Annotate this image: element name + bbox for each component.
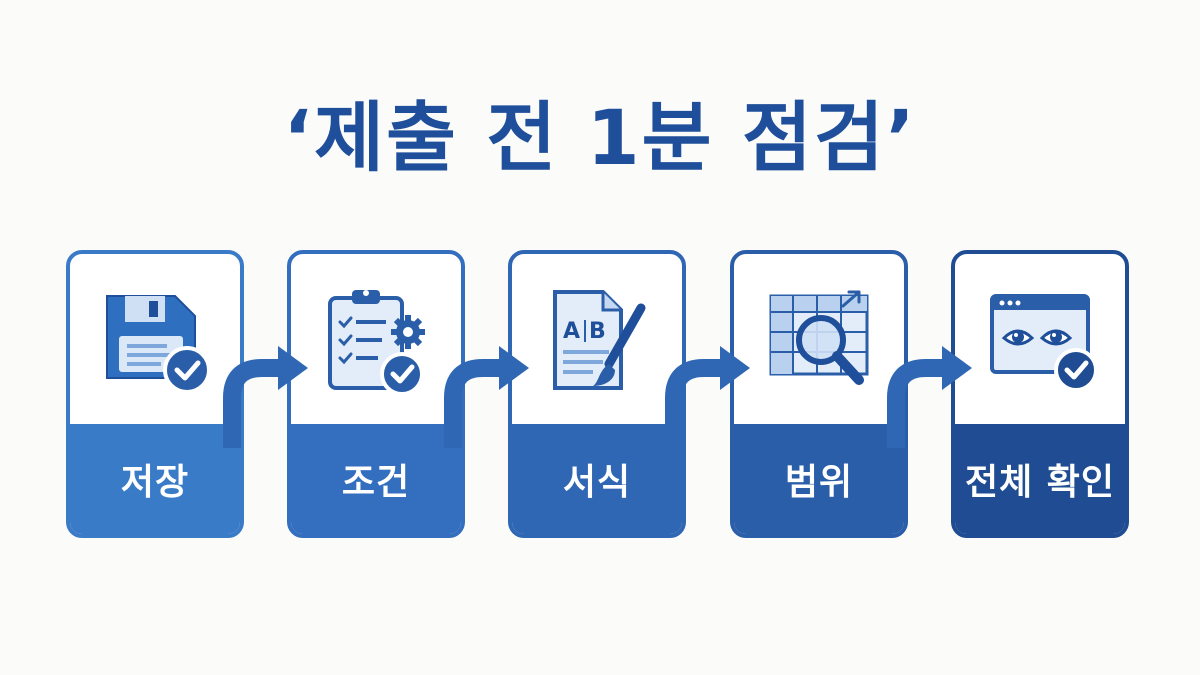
arrow-right-icon	[665, 346, 750, 448]
step-range-label-band: 범위	[734, 424, 904, 534]
step-format-label: 서식	[562, 462, 632, 503]
browser-eyes-check-icon	[990, 294, 1098, 392]
arrow-right-icon	[223, 346, 308, 448]
floppy-disk-check-icon	[106, 295, 211, 394]
step-format: A B 서식	[508, 250, 686, 538]
step-conditions: 조건	[287, 250, 465, 538]
document-format-brush-icon: A B	[553, 289, 646, 390]
clipboard-checklist-gear-icon	[328, 289, 425, 396]
page-title: ‘제출 전 1분 점검’	[283, 93, 917, 182]
arrow-right-icon	[887, 346, 972, 448]
step-range-label: 범위	[784, 462, 854, 503]
step-save: 저장	[66, 250, 244, 538]
step-range: 범위	[730, 250, 908, 538]
step-save-label-band: 저장	[70, 424, 240, 534]
step-format-label-band: 서식	[512, 424, 682, 534]
step-full-check: 전체 확인	[951, 250, 1129, 538]
step-conditions-label: 조건	[341, 462, 411, 503]
svg-text:A: A	[563, 319, 580, 344]
svg-text:B: B	[589, 319, 606, 344]
step-full-check-label-band: 전체 확인	[955, 424, 1125, 534]
grid-magnifier-icon	[769, 290, 869, 385]
step-full-check-label: 전체 확인	[964, 462, 1115, 503]
step-save-label: 저장	[120, 462, 190, 503]
step-conditions-label-band: 조건	[291, 424, 461, 534]
arrow-right-icon	[444, 346, 529, 448]
